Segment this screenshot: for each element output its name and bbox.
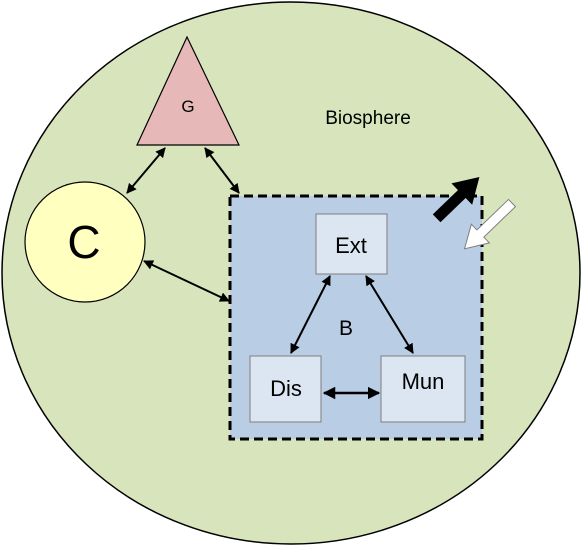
- dis-node: [249, 355, 322, 423]
- arrow-c-b: [143, 260, 230, 302]
- ext-node: [315, 213, 388, 275]
- arrow-ext-dis: [290, 275, 331, 354]
- c-label: C: [67, 216, 100, 268]
- ext-label: Ext: [335, 233, 367, 258]
- inflow-arrow-icon: [463, 198, 517, 250]
- mun-label: Mun: [402, 369, 445, 394]
- g-label: G: [181, 97, 194, 116]
- g-triangle: [136, 35, 240, 146]
- arrow-g-b: [204, 147, 240, 194]
- outflow-arrow-icon: [432, 177, 480, 223]
- mun-node: [380, 355, 466, 423]
- arrow-g-c: [126, 147, 166, 194]
- biosphere-label: Biosphere: [325, 108, 411, 129]
- b-label: B: [339, 317, 353, 340]
- arrow-ext-mun: [365, 275, 414, 354]
- dis-label: Dis: [270, 376, 302, 401]
- c-circle: [24, 181, 146, 303]
